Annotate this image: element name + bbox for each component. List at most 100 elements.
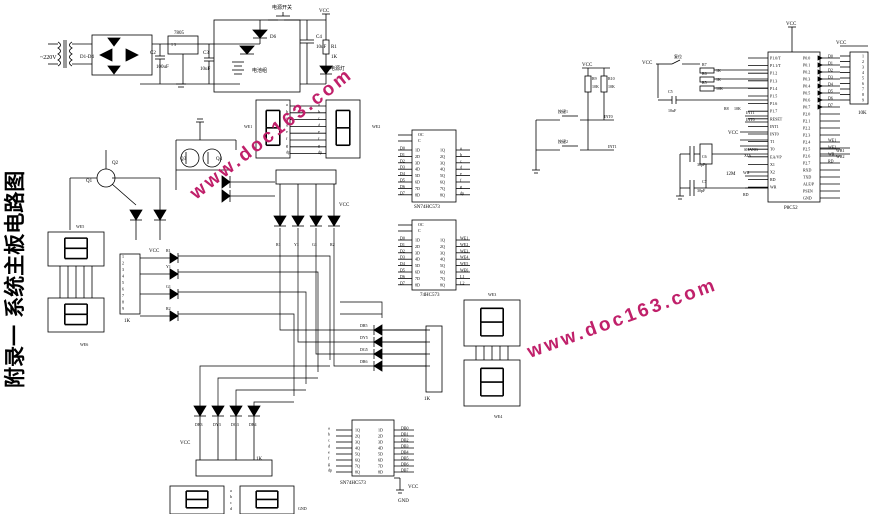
left-pack-pin-1: 2 [122, 261, 124, 266]
u3-out-6: DB6 [401, 462, 409, 467]
c2-value: 100uF [156, 65, 169, 70]
digit-bottom-2-segments [255, 490, 279, 509]
latch-top-out-7: dp [460, 190, 464, 195]
u3-d-pin-3: 4D [378, 446, 383, 451]
mcu-name: P8C52 [784, 206, 798, 211]
mcu-right-signal-0: D0 [828, 54, 833, 59]
page-title: 附录一 系统主板电路图 [2, 171, 27, 388]
u3-out-3: DB3 [401, 444, 409, 449]
bridge-diode-1 [99, 48, 113, 62]
we4-label: WE4 [494, 414, 502, 419]
latch-bottom-in-6: D6 [400, 274, 405, 279]
pin-arrow [817, 76, 823, 82]
digit-we1-pins-3: d [286, 122, 288, 127]
u3-d-pin-7: 8D [378, 470, 383, 475]
mcu-left-pin-9: INT1 [770, 124, 779, 129]
digit-we2-pins-6: g [318, 143, 320, 148]
left-pack-pin-2: 3 [122, 267, 124, 272]
latch-top-out-0: a [460, 146, 462, 151]
digit-we2-pins-0: a [318, 102, 320, 107]
latch-top-q-pin-2: 3Q [440, 160, 445, 165]
left-row-led-1 [169, 268, 179, 280]
latch-bottom-out-2: WE3 [460, 248, 468, 253]
mcu-left-pin-3: P1.3 [770, 78, 777, 83]
left-row-led-3 [169, 310, 179, 322]
u3-in-0: a [328, 426, 330, 431]
left-row-led-0 [169, 252, 179, 264]
key2-label[interactable]: 按键2 [558, 138, 568, 144]
bottom-led-label-3: DR4 [249, 422, 257, 427]
left-pack-pin-6: 7 [122, 293, 124, 298]
latch-bottom-q-pin-4: 5Q [440, 263, 445, 268]
mcu-right-pin-14: P2.6 [803, 154, 810, 159]
latch-bottom-in-1: D1 [400, 242, 405, 247]
u3-in-4: e [328, 450, 330, 455]
mains-label: ~220V [40, 55, 57, 61]
latch-top-q-pin-0: 1Q [440, 148, 445, 153]
latch-top-name: SN74HC573 [414, 205, 440, 210]
digit-we2-pins-3: d [318, 122, 320, 127]
mid-led-1 [291, 215, 305, 227]
latch-top-d-pin-1: 2D [415, 154, 420, 159]
key-int1: INT1 [608, 144, 617, 149]
mcu-right-pin-2: P0.2 [803, 70, 810, 75]
latch-top-c: C [418, 138, 421, 143]
mcu-resistor-0 [699, 67, 715, 74]
mcu-left-pin-8: RESET [770, 116, 783, 121]
key-vcc: VCC [582, 63, 593, 68]
latch-top-in-6: D6 [400, 184, 405, 189]
mid-led-2 [309, 215, 323, 227]
header-vcc: VCC [836, 41, 847, 46]
u3-out-2: DB2 [401, 438, 409, 443]
int1-label: INT1 [746, 110, 755, 115]
pin-arrow [817, 90, 823, 96]
left-pack-pin-5: 6 [122, 287, 124, 292]
right-led-label-2: DG5 [360, 347, 368, 352]
u3-d-pin-0: 1D [378, 428, 383, 433]
digit-bottom-pins-2: c [230, 500, 232, 505]
mcu-resistor-1 [699, 76, 715, 83]
c4-label: C4 [316, 35, 322, 40]
latch-top-q-pin-5: 6Q [440, 180, 445, 185]
resistor-pack-bottom [195, 459, 273, 477]
c3-label: C3 [203, 51, 209, 56]
header-j1 [849, 51, 869, 105]
pin-arrow [817, 62, 823, 68]
latch-bottom-q-pin-0: 1Q [440, 238, 445, 243]
mcu-right-pin-6: P0.6 [803, 98, 810, 103]
c6-label: C6 [702, 154, 707, 159]
left-pack-pin-4: 5 [122, 280, 124, 285]
key-int0: INT0 [604, 114, 613, 119]
mcu-left-pin-0: P1.0/T [770, 56, 781, 61]
mcu-right-pin-5: P0.5 [803, 91, 810, 96]
mcu-resistor-label-2: R5 [702, 80, 707, 85]
digit-bottom-1 [169, 485, 225, 514]
key1-label[interactable]: 按键1 [558, 108, 568, 114]
u3-d-pin-4: 5D [378, 452, 383, 457]
latch-top-d-pin-5: 6D [415, 180, 420, 185]
u3-q-pin-2: 3Q [355, 440, 360, 445]
latch-bottom-oc: OC [418, 222, 424, 227]
resistor-pack-right [425, 325, 443, 393]
right-led-label-0: DR5 [360, 323, 368, 328]
pin-arrow [817, 97, 823, 103]
c3-value: 10uF [200, 67, 211, 72]
crystal-label: 12M [726, 172, 736, 177]
digit-we1-pins-0: a [286, 102, 288, 107]
transformer-primary [57, 41, 61, 67]
digit-bottom-1-segments [185, 490, 209, 509]
d6-label: D6 [270, 35, 277, 40]
latch-top-out-2: c [460, 158, 462, 163]
latch-top-q-pin-6: 7Q [440, 186, 445, 191]
u3-in-7: dp [328, 468, 332, 473]
r1-value: 1K [331, 55, 338, 60]
left-pack-pin-3: 4 [122, 274, 124, 279]
r10-value: 10K [608, 84, 615, 89]
mid-led-0 [273, 215, 287, 227]
mcu-signal-xia: XIA [744, 153, 751, 158]
mcu-vcc: VCC [786, 22, 797, 27]
